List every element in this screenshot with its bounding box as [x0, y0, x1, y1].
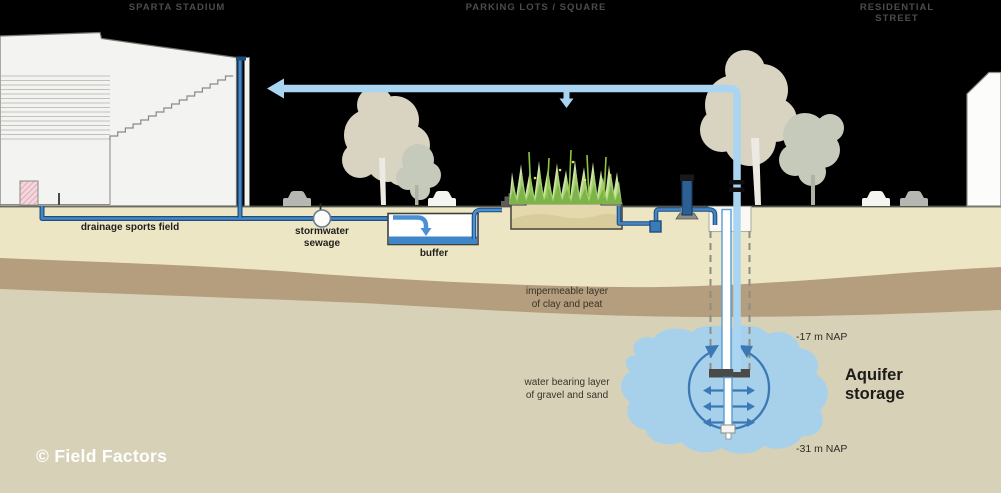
inflow-arrow-icon	[393, 215, 429, 229]
recovery-pipe	[267, 78, 745, 372]
stadium-illustration	[0, 31, 250, 207]
drainage-pipe-network	[39, 56, 388, 221]
car-icon	[900, 191, 928, 206]
grandstand-steps	[109, 75, 234, 140]
bleacher-lines	[1, 75, 110, 140]
tree-parking-small	[396, 144, 441, 205]
soil-deep-layer	[0, 289, 1001, 493]
parked-cars	[283, 191, 928, 206]
house-illustration	[966, 71, 1001, 207]
grass-plants	[509, 149, 622, 204]
transport-pipes	[616, 206, 718, 226]
well-casing-pipe	[709, 208, 750, 440]
goal-net	[19, 180, 39, 206]
flow-arrowhead-down-icon	[559, 98, 574, 108]
biofilter-planter	[501, 149, 623, 230]
inflow-arrowhead-icon	[420, 228, 432, 236]
tree-well-large	[700, 50, 797, 205]
pipe-coupling	[729, 180, 745, 185]
well-pump-column	[675, 174, 699, 220]
buffer-tank	[387, 207, 502, 246]
car-icon	[428, 191, 456, 206]
stormwater-manhole	[312, 203, 332, 228]
facade-panel	[244, 57, 250, 207]
well-packer-cap	[709, 369, 750, 378]
impermeable-clay-layer	[0, 258, 1001, 317]
aquifer-circulation-arrows	[687, 345, 771, 431]
car-icon	[862, 191, 890, 206]
flow-arrowhead-left-icon	[267, 78, 284, 99]
car-icon	[283, 191, 311, 206]
pump-sump	[649, 220, 662, 233]
tree-street-small	[779, 113, 844, 205]
